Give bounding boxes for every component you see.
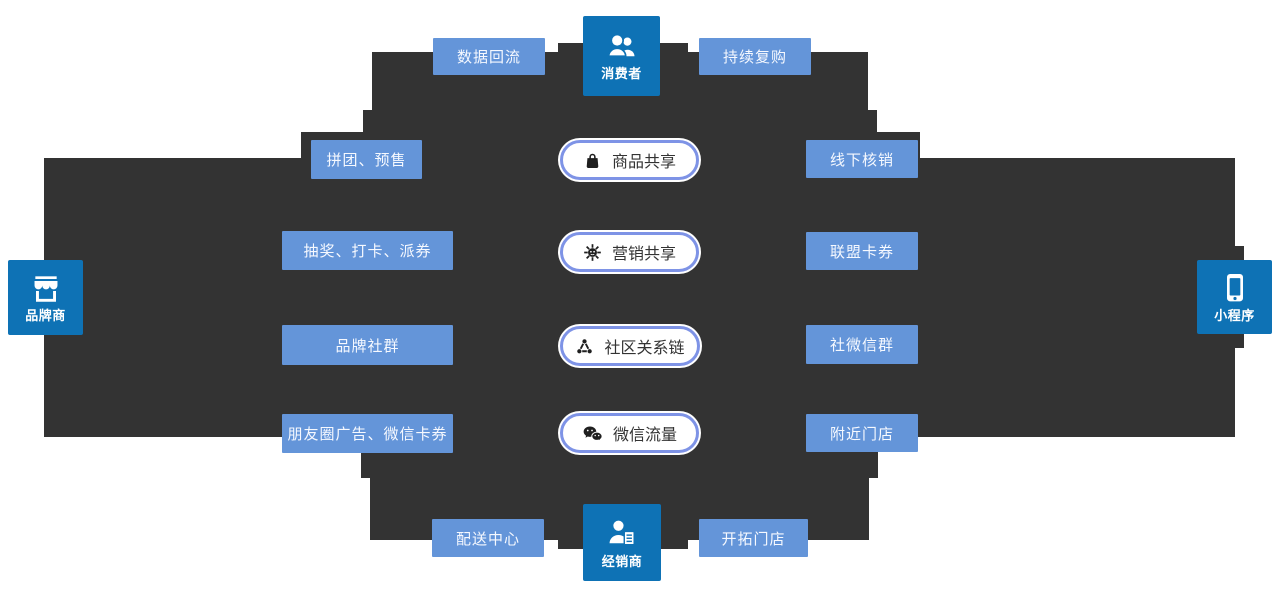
shopping-bag-icon bbox=[583, 151, 602, 170]
pill-nearby-stores: 附近门店 bbox=[806, 414, 918, 452]
phone-icon bbox=[1220, 272, 1250, 304]
people-icon bbox=[605, 32, 639, 62]
node-distributor-label: 经销商 bbox=[601, 553, 643, 569]
marketing-burst-icon bbox=[583, 243, 602, 262]
pill-alliance-coupon-label: 联盟卡券 bbox=[829, 243, 894, 261]
pill-repeat-purchase-label: 持续复购 bbox=[722, 49, 787, 66]
pill-moments-ads-wechat-coupon: 朋友圈广告、微信卡券 bbox=[282, 414, 453, 453]
pill-data-reflow-label: 数据回流 bbox=[456, 49, 521, 66]
pill-brand-community-label: 品牌社群 bbox=[335, 337, 400, 355]
node-brand: 品牌商 bbox=[8, 260, 83, 335]
pill-group-buy-presale-label: 拼团、预售 bbox=[326, 152, 407, 169]
pill-lottery-checkin-coupon-label: 抽奖、打卡、派券 bbox=[303, 243, 432, 260]
node-brand-label: 品牌商 bbox=[25, 307, 66, 323]
wechat-icon bbox=[582, 424, 603, 443]
pill-data-reflow: 数据回流 bbox=[433, 38, 545, 75]
pill-delivery-center: 配送中心 bbox=[432, 519, 544, 557]
capsule-community-chain: 社区关系链 bbox=[560, 326, 700, 366]
pill-community-wechat-group: 社微信群 bbox=[806, 325, 918, 364]
capsule-product-sharing-label: 商品共享 bbox=[611, 154, 676, 171]
pill-offline-redemption-label: 线下核销 bbox=[829, 151, 894, 169]
pill-store-expansion: 开拓门店 bbox=[699, 519, 808, 557]
pill-moments-ads-wechat-coupon-label: 朋友圈广告、微信卡券 bbox=[287, 426, 448, 443]
capsule-marketing-sharing-label: 营销共享 bbox=[611, 246, 676, 263]
person-document-icon bbox=[605, 518, 639, 550]
pill-community-wechat-group-label: 社微信群 bbox=[829, 337, 894, 354]
pill-offline-redemption: 线下核销 bbox=[806, 140, 918, 178]
pill-lottery-checkin-coupon: 抽奖、打卡、派券 bbox=[282, 231, 453, 270]
community-nodes-icon bbox=[575, 337, 594, 356]
capsule-community-chain-label: 社区关系链 bbox=[604, 340, 685, 357]
pill-alliance-coupon: 联盟卡券 bbox=[806, 232, 918, 270]
pill-brand-community: 品牌社群 bbox=[282, 325, 453, 365]
pill-group-buy-presale: 拼团、预售 bbox=[311, 140, 422, 179]
capsule-wechat-traffic: 微信流量 bbox=[560, 413, 699, 453]
pill-repeat-purchase: 持续复购 bbox=[699, 38, 811, 75]
pill-delivery-center-label: 配送中心 bbox=[455, 530, 520, 548]
store-icon bbox=[30, 274, 62, 304]
node-miniprogram: 小程序 bbox=[1197, 260, 1272, 334]
capsule-marketing-sharing: 营销共享 bbox=[560, 232, 699, 272]
pill-store-expansion-label: 开拓门店 bbox=[721, 530, 786, 548]
capsule-wechat-traffic-label: 微信流量 bbox=[612, 427, 677, 444]
node-distributor: 经销商 bbox=[583, 504, 661, 581]
node-consumer-label: 消费者 bbox=[601, 66, 642, 81]
capsule-product-sharing: 商品共享 bbox=[560, 140, 699, 180]
node-miniprogram-label: 小程序 bbox=[1214, 308, 1255, 323]
node-consumer: 消费者 bbox=[583, 16, 660, 96]
pill-nearby-stores-label: 附近门店 bbox=[829, 425, 894, 443]
